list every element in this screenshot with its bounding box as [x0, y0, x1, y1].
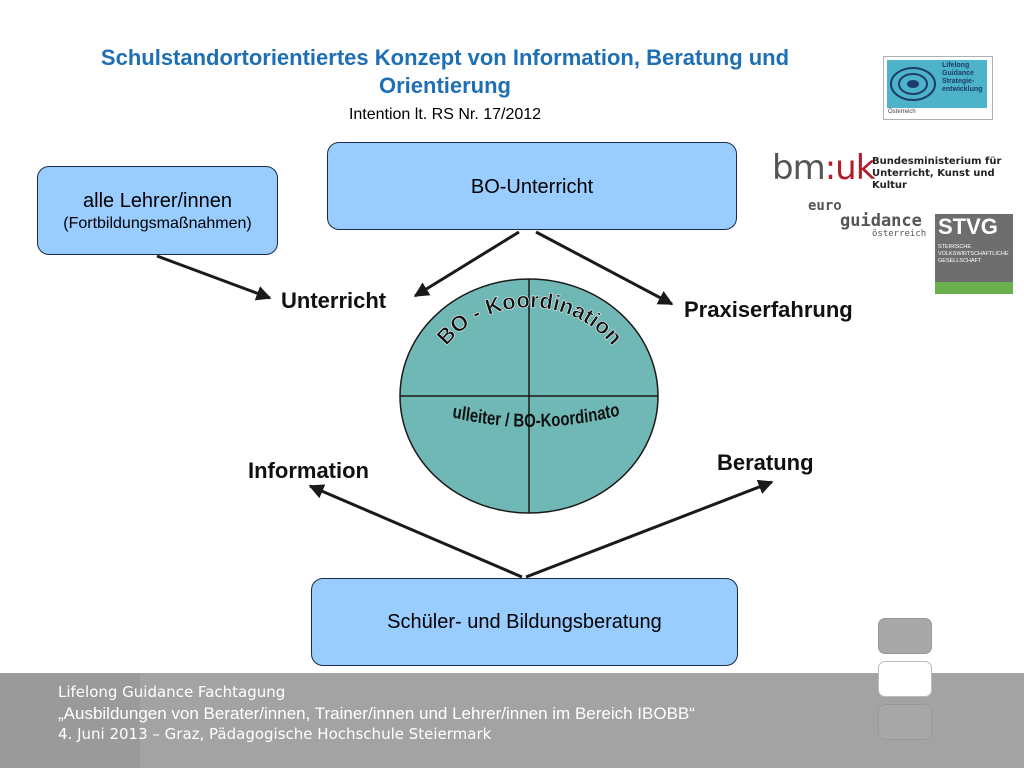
nav-square-middle[interactable] [878, 661, 932, 697]
arrow-schueler-to-information [308, 484, 523, 579]
footer-band [0, 673, 1024, 768]
slide-title-line1: Schulstandortorientiertes Konzept von In… [100, 45, 790, 70]
bmuk-name: Bundesministerium für Unterricht, Kunst … [872, 156, 1022, 192]
schueler-beratung-label: Schüler- und Bildungsberatung [387, 610, 662, 633]
bmuk-wordmark: bm:uk [772, 148, 876, 188]
stvg-logo: STVG STEIRISCHE VOLKSWIRTSCHAFTLICHE GES… [935, 214, 1013, 294]
euroguidance-line1: euro [808, 198, 842, 214]
lifelong-guidance-country: Österreich [888, 109, 916, 115]
euroguidance-line2: guidance [840, 211, 922, 231]
slide-title-line2: Orientierung [378, 73, 511, 98]
label-praxiserfahrung: Praxiserfahrung [684, 297, 853, 322]
lifelong-guidance-text: Lifelong Guidance Strategie-entwicklung [942, 62, 983, 93]
slide-title: Schulstandortorientiertes Konzept von In… [30, 44, 860, 100]
nav-square-top[interactable] [878, 618, 932, 654]
euroguidance-logo: euro guidance österreich [808, 199, 926, 239]
footer-topic: „Ausbildungen von Berater/innen, Trainer… [58, 704, 695, 723]
bmuk-name-line2: Unterricht, Kunst und Kultur [872, 168, 995, 191]
bo-unterricht-label: BO-Unterricht [470, 176, 594, 198]
footer-date-place: 4. Juni 2013 – Graz, Pädagogische Hochsc… [58, 725, 492, 743]
nav-square-bottom[interactable] [878, 704, 932, 740]
footer-dark-strip [0, 673, 140, 768]
stvg-green-bar [935, 282, 1013, 294]
stvg-wordmark: STVG [938, 214, 998, 239]
lifelong-guidance-emblem [887, 60, 987, 108]
label-beratung: Beratung [717, 450, 814, 475]
swirl-icon [890, 67, 936, 101]
bmuk-wordmark-bm: bm [772, 148, 826, 188]
footer-text: Lifelong Guidance Fachtagung „Ausbildung… [58, 682, 695, 745]
bmuk-logo: bm:uk Bundesministerium für Unterricht, … [772, 148, 1001, 191]
label-unterricht: Unterricht [281, 288, 387, 313]
slide-subtitle: Intention lt. RS Nr. 17/2012 [348, 106, 542, 123]
schueler-beratung-box: Schüler- und Bildungsberatung [311, 578, 738, 666]
label-information: Information [248, 458, 369, 483]
arrow-bo-to-unterricht [413, 230, 520, 298]
teachers-box-title: alle Lehrer/innen [83, 189, 232, 212]
bmuk-name-line1: Bundesministerium für [872, 156, 1002, 167]
bmuk-wordmark-uk: :uk [824, 148, 876, 188]
teachers-box-subtitle: (Fortbildungsmaßnahmen) [63, 214, 252, 232]
lifelong-guidance-logo: Lifelong Guidance Strategie-entwicklung … [883, 56, 993, 120]
footer-event: Lifelong Guidance Fachtagung [58, 683, 286, 701]
teachers-box: alle Lehrer/innen (Fortbildungsmaßnahmen… [37, 166, 278, 255]
stvg-subtitle: STEIRISCHE VOLKSWIRTSCHAFTLICHE GESELLSC… [938, 244, 1009, 264]
euroguidance-line3: österreich [872, 229, 927, 239]
bo-unterricht-box: BO-Unterricht [327, 142, 737, 230]
arrow-teachers-to-unterricht [156, 254, 272, 301]
arrow-schueler-to-beratung [525, 479, 774, 579]
arrow-bo-to-praxis [535, 230, 674, 306]
